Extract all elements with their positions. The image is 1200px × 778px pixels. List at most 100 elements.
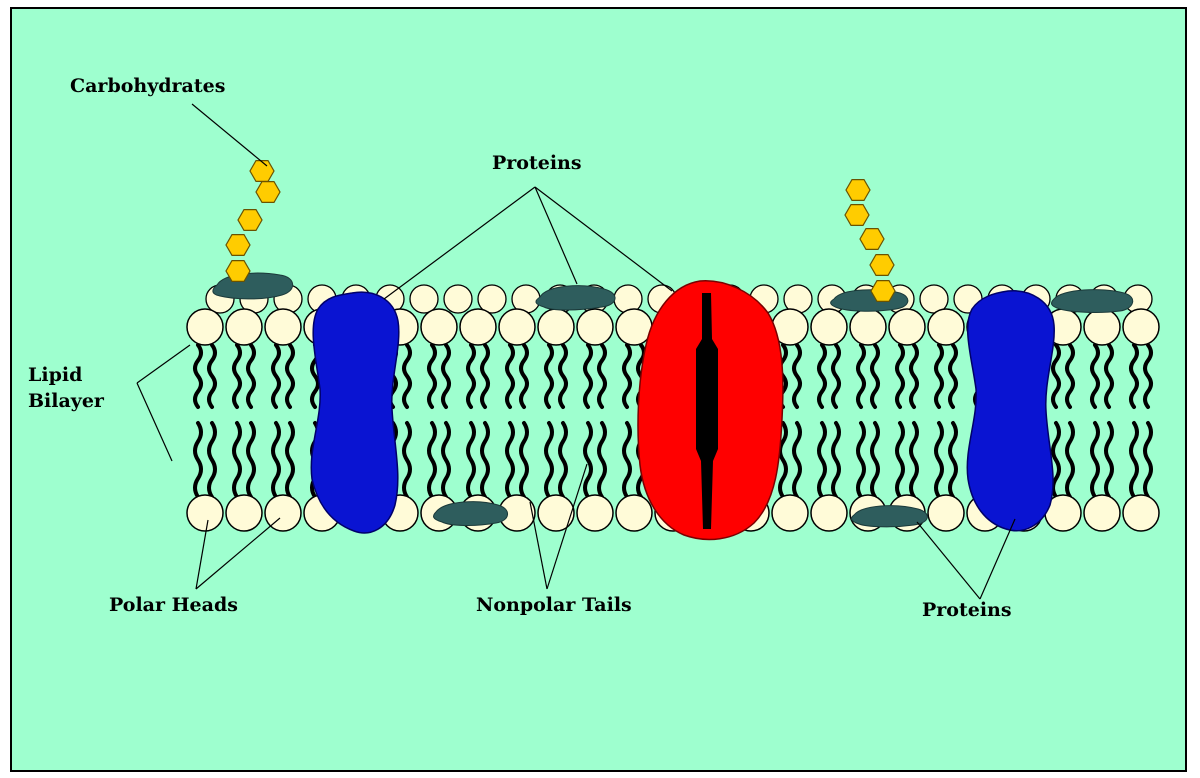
nonpolar-tail — [560, 423, 566, 497]
nonpolar-tail — [248, 345, 254, 407]
nonpolar-tail — [482, 423, 488, 497]
nonpolar-tail — [1092, 423, 1098, 497]
polar-head — [1123, 495, 1159, 531]
polar-head — [538, 495, 574, 531]
polar-head — [1084, 495, 1120, 531]
nonpolar-tail — [819, 423, 825, 497]
nonpolar-tail — [1106, 423, 1112, 497]
carbohydrates-label: Carbohydrates — [70, 75, 225, 97]
nonpolar-tail — [287, 345, 293, 407]
nonpolar-tail — [507, 345, 513, 407]
integral-protein-blue — [967, 291, 1054, 531]
nonpolar-tail — [1053, 345, 1059, 407]
nonpolar-tail — [1067, 345, 1073, 407]
nonpolar-tail — [468, 423, 474, 497]
carbohydrate-hexagon — [226, 261, 250, 282]
polar-head — [538, 309, 574, 345]
nonpolar-tail — [1106, 345, 1112, 407]
nonpolar-tail — [546, 423, 552, 497]
polar-head — [889, 309, 925, 345]
nonpolar-tail — [195, 345, 201, 407]
nonpolar-tail — [1092, 345, 1098, 407]
nonpolar-tail — [585, 345, 591, 407]
nonpolar-tails-label: Nonpolar Tails — [476, 594, 632, 616]
polar-head — [1123, 309, 1159, 345]
nonpolar-tail — [897, 345, 903, 407]
carbohydrate-hexagon — [250, 161, 274, 182]
polar-heads-label: Polar Heads — [109, 594, 238, 616]
nonpolar-tail — [195, 423, 201, 497]
nonpolar-tail — [1145, 345, 1151, 407]
proteins-label-bottom: Proteins — [922, 599, 1012, 621]
nonpolar-tail — [794, 345, 800, 407]
nonpolar-tail — [248, 423, 254, 497]
peripheral-protein — [831, 290, 908, 311]
nonpolar-tail — [521, 423, 527, 497]
polar-head — [226, 309, 262, 345]
carbohydrate-hexagon — [256, 182, 280, 203]
polar-head — [616, 495, 652, 531]
peripheral-protein — [536, 286, 615, 310]
polar-head — [577, 495, 613, 531]
nonpolar-tail — [1053, 423, 1059, 497]
nonpolar-tail — [560, 345, 566, 407]
nonpolar-tail — [858, 345, 864, 407]
polar-head — [460, 309, 496, 345]
polar-head — [187, 495, 223, 531]
nonpolar-tail — [872, 345, 878, 407]
nonpolar-tail — [209, 345, 215, 407]
nonpolar-tail — [911, 345, 917, 407]
nonpolar-tail — [585, 423, 591, 497]
nonpolar-tail — [546, 345, 552, 407]
nonpolar-tail — [429, 423, 435, 497]
nonpolar-tail — [1067, 423, 1073, 497]
diagram-frame: Carbohydrates Proteins Lipid Bilayer Pol… — [10, 7, 1187, 772]
nonpolar-tail — [468, 345, 474, 407]
nonpolar-tail — [273, 423, 279, 497]
polar-head — [850, 309, 886, 345]
nonpolar-tail — [1131, 345, 1137, 407]
polar-head — [1084, 309, 1120, 345]
carbohydrate-hexagon — [238, 210, 262, 231]
nonpolar-tail — [599, 345, 605, 407]
nonpolar-tail — [950, 345, 956, 407]
polar-head — [928, 495, 964, 531]
polar-head — [928, 309, 964, 345]
nonpolar-tail — [897, 423, 903, 497]
nonpolar-tail — [273, 345, 279, 407]
carbohydrate-hexagon — [871, 281, 895, 302]
bilayer-label: Bilayer — [28, 390, 105, 412]
nonpolar-tail — [858, 423, 864, 497]
nonpolar-tail — [443, 423, 449, 497]
nonpolar-tail — [794, 423, 800, 497]
integral-protein-blue — [311, 292, 399, 533]
nonpolar-tail — [624, 423, 630, 497]
nonpolar-tail — [429, 345, 435, 407]
lipid-label: Lipid — [28, 364, 82, 386]
polar-head — [499, 309, 535, 345]
polar-head — [444, 285, 472, 313]
polar-head — [421, 309, 457, 345]
nonpolar-tail — [1145, 423, 1151, 497]
carbohydrate-chain — [845, 180, 895, 302]
nonpolar-tail — [936, 345, 942, 407]
nonpolar-tail — [911, 423, 917, 497]
carbohydrate-hexagon — [860, 229, 884, 250]
nonpolar-tail — [521, 345, 527, 407]
polar-head — [811, 309, 847, 345]
polar-head — [187, 309, 223, 345]
carbohydrate-hexagon — [846, 180, 870, 201]
nonpolar-tail — [287, 423, 293, 497]
nonpolar-tail — [599, 423, 605, 497]
nonpolar-tail — [404, 345, 410, 407]
nonpolar-tail — [936, 423, 942, 497]
nonpolar-tail — [234, 423, 240, 497]
polar-head — [410, 285, 438, 313]
nonpolar-tail — [482, 345, 488, 407]
carbohydrate-chain — [226, 161, 280, 282]
nonpolar-tail — [950, 423, 956, 497]
polar-head — [577, 309, 613, 345]
nonpolar-tail — [234, 345, 240, 407]
nonpolar-tail — [507, 423, 513, 497]
polar-head — [226, 495, 262, 531]
